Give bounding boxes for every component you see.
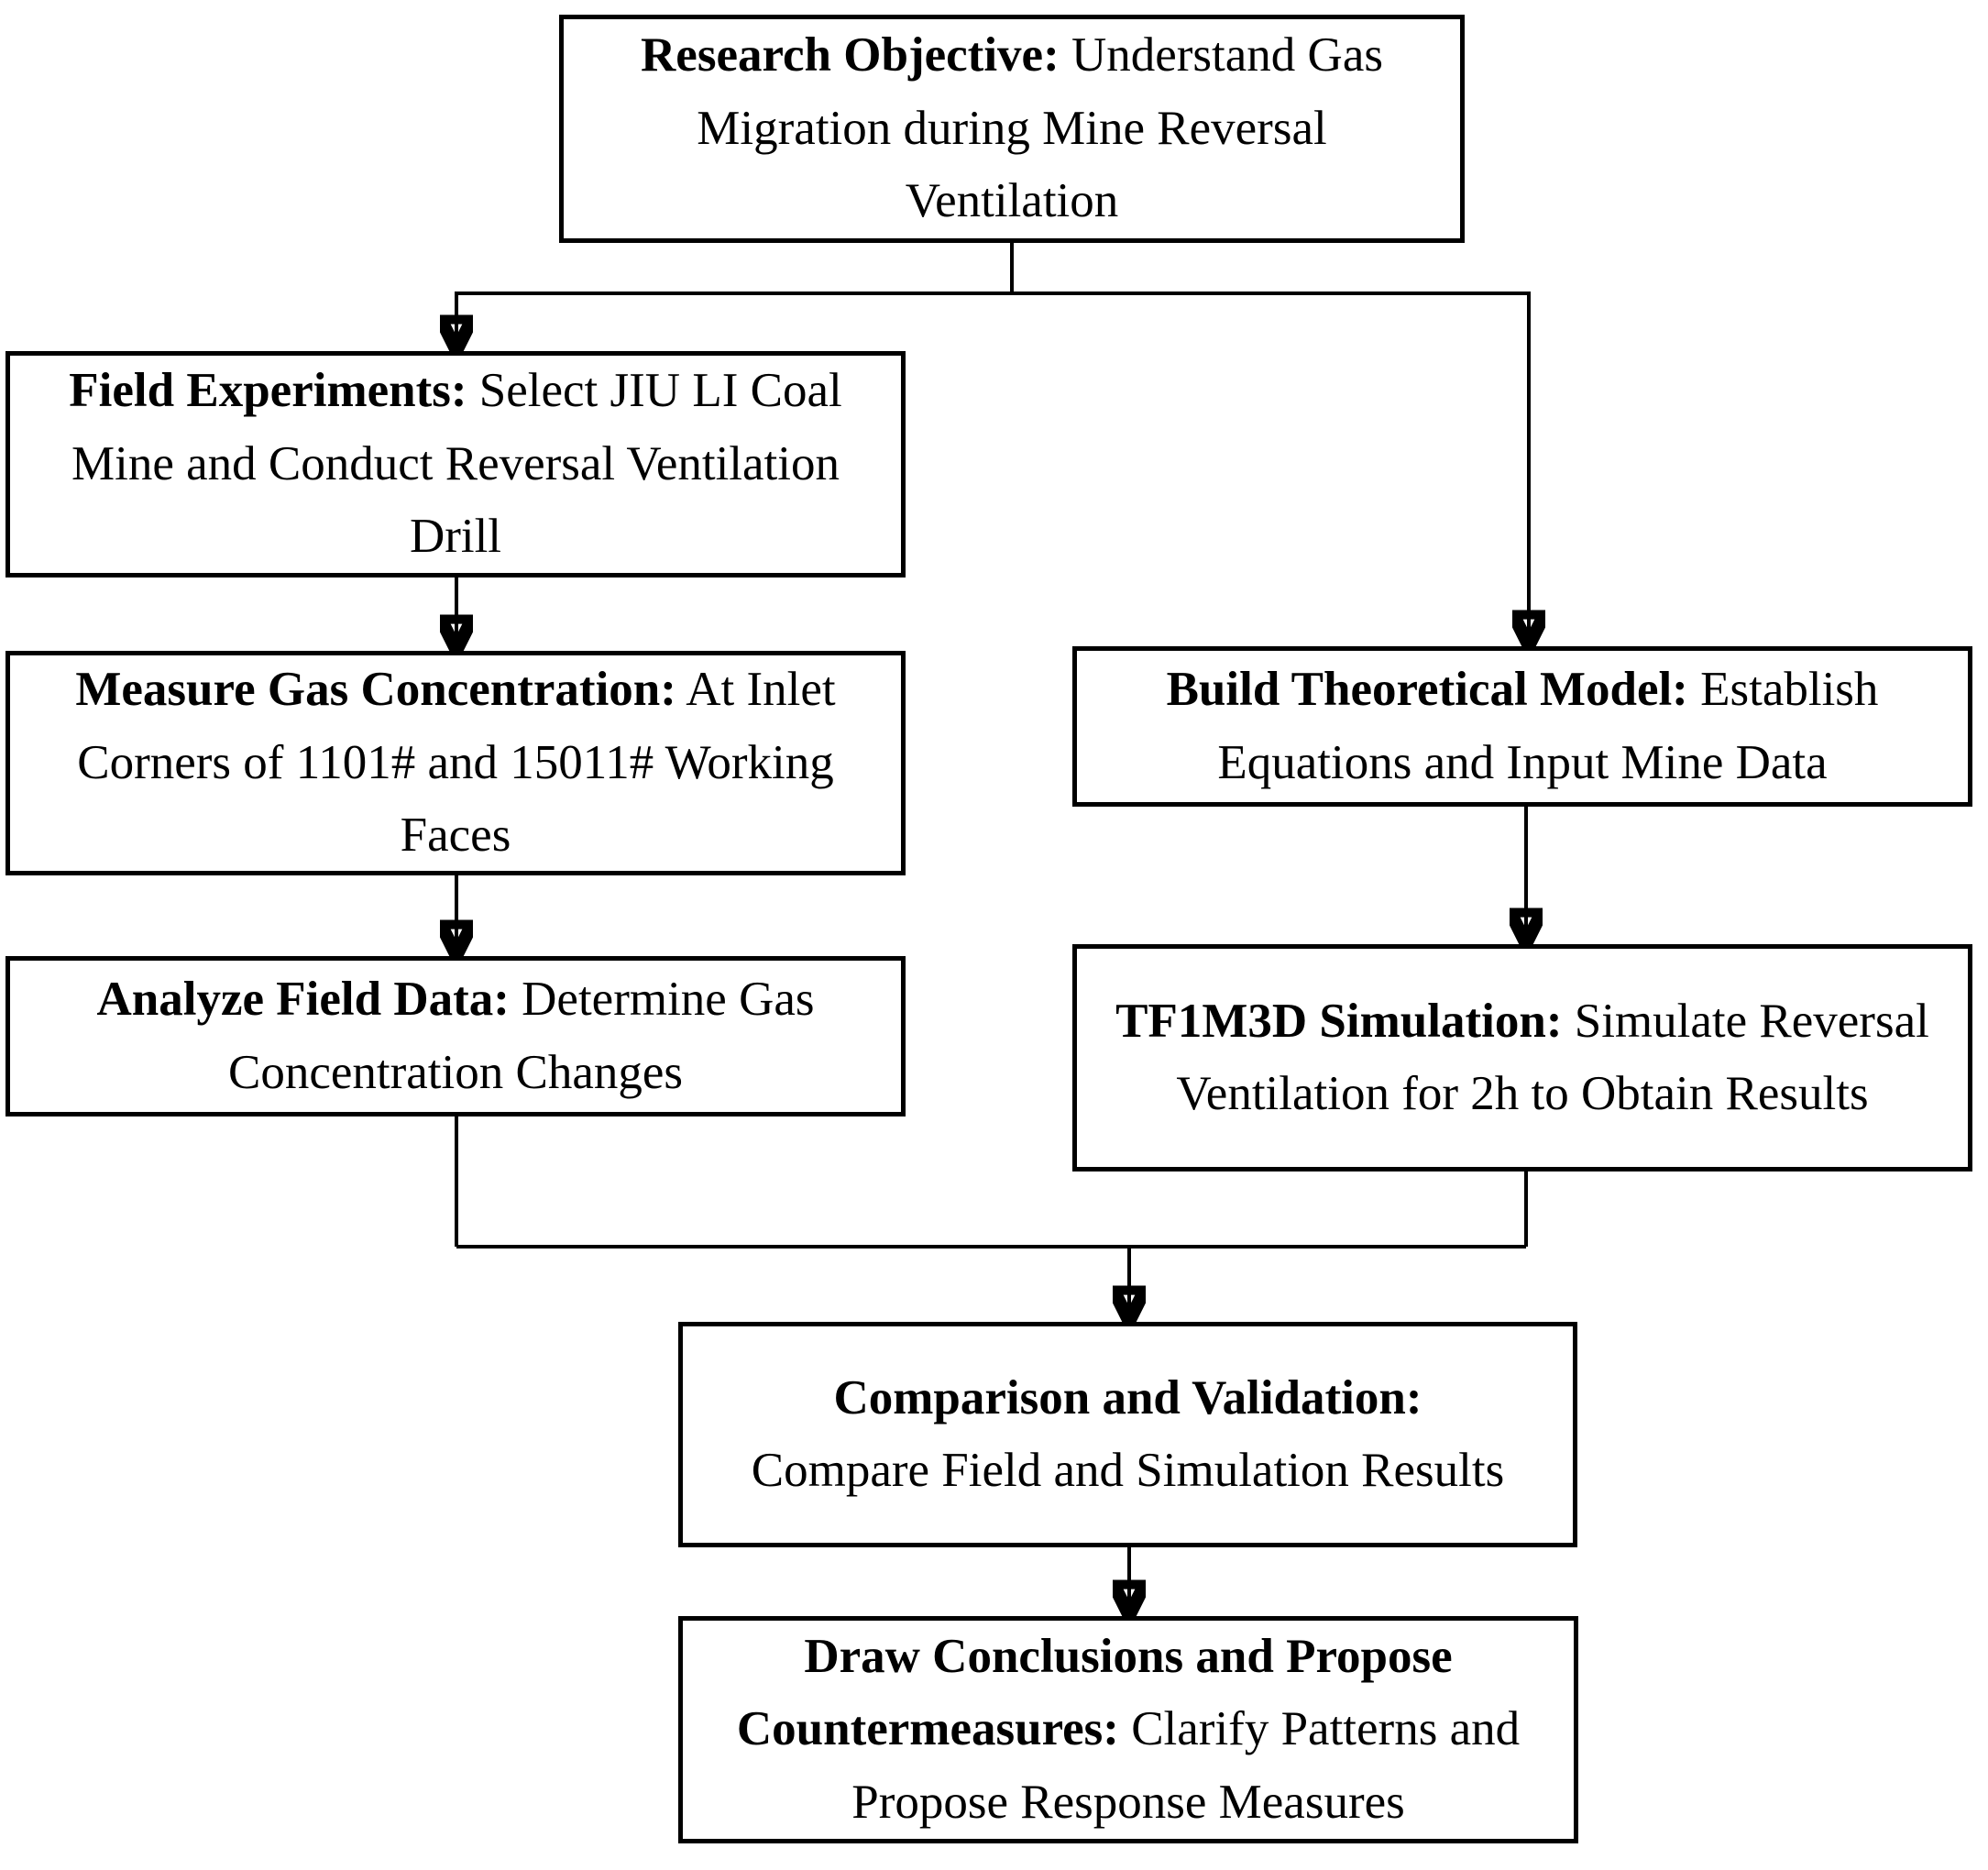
node-build-theoretical-model: Build Theoretical Model: Establish Equat… [1072, 646, 1972, 807]
node-text: Analyze Field Data: Determine Gas Concen… [32, 963, 879, 1109]
node-text: Field Experiments: Select JIU LI Coal Mi… [32, 355, 879, 574]
node-text: TF1M3D Simulation: Simulate Reversal Ven… [1084, 985, 1961, 1131]
node-body: Clarify Patterns and Propose Response Me… [851, 1702, 1521, 1829]
node-body: Select JIU LI Coal Mine and Conduct Reve… [71, 364, 842, 564]
node-research-objective: Research Objective: Understand Gas Migra… [559, 15, 1465, 243]
node-label: Comparison and Validation: [833, 1370, 1422, 1424]
node-text: Draw Conclusions and Propose Countermeas… [705, 1621, 1552, 1840]
node-label: TF1M3D Simulation: [1115, 994, 1563, 1048]
node-comparison-and-validation: Comparison and Validation: Compare Field… [678, 1322, 1577, 1547]
node-text: Measure Gas Concentration: At Inlet Corn… [38, 654, 873, 873]
node-label: Build Theoretical Model: [1166, 663, 1688, 716]
node-label: Analyze Field Data: [96, 973, 510, 1026]
node-label: Field Experiments: [69, 364, 467, 418]
node-measure-gas-concentration: Measure Gas Concentration: At Inlet Corn… [5, 651, 906, 875]
node-analyze-field-data: Analyze Field Data: Determine Gas Concen… [5, 956, 906, 1116]
node-draw-conclusions: Draw Conclusions and Propose Countermeas… [678, 1616, 1578, 1843]
node-body: Determine Gas Concentration Changes [227, 973, 815, 1099]
node-field-experiments: Field Experiments: Select JIU LI Coal Mi… [5, 351, 906, 578]
node-body: Compare Field and Simulation Results [751, 1444, 1505, 1497]
node-label: Measure Gas Concentration: [75, 663, 676, 717]
node-text: Build Theoretical Model: Establish Equat… [1099, 654, 1946, 799]
node-text: Comparison and Validation: Compare Field… [752, 1362, 1504, 1508]
node-body: Establish Equations and Input Mine Data [1217, 663, 1879, 789]
node-text: Research Objective: Understand Gas Migra… [605, 19, 1419, 238]
node-body: Understand Gas Migration during Mine Rev… [697, 28, 1383, 228]
node-label: Draw Conclusions and Propose Countermeas… [736, 1629, 1453, 1756]
node-body: Simulate Reversal Ventilation for 2h to … [1176, 994, 1929, 1121]
node-label: Research Objective: [641, 28, 1060, 82]
node-body: At Inlet Corners of 1101# and 15011# Wor… [77, 663, 836, 863]
node-tf1m3d-simulation: TF1M3D Simulation: Simulate Reversal Ven… [1072, 944, 1972, 1172]
